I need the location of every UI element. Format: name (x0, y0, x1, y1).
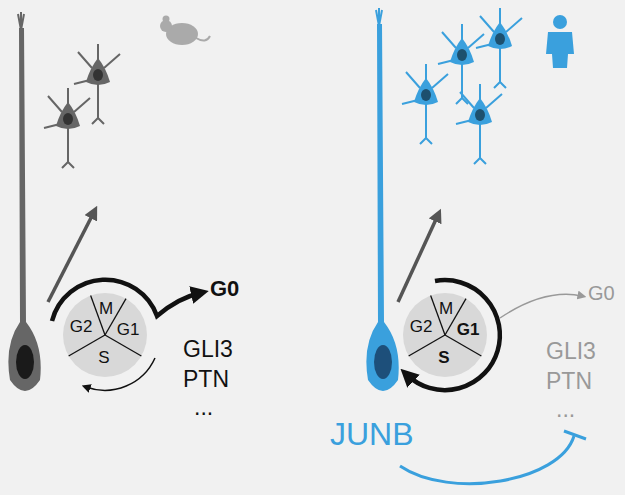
phase-label: S (438, 349, 449, 366)
neuron (74, 44, 120, 124)
inhibition-bar (564, 431, 586, 439)
phase-label: G1 (457, 321, 480, 338)
human-icon (546, 15, 574, 68)
differentiation-arrow (48, 212, 94, 302)
cell-cycle-circle: M G2 G1S (62, 292, 148, 378)
gene-label: GLI3 (183, 338, 233, 361)
phase-label: M (439, 300, 453, 317)
neuron (476, 8, 522, 88)
phase-label: S (98, 349, 109, 366)
exit-arrow (500, 294, 582, 318)
phase-label: G2 (410, 318, 433, 335)
gene-label: ... (556, 398, 575, 421)
radial-glia (366, 8, 398, 391)
phase-label: G1 (117, 321, 140, 338)
differentiation-arrow (398, 215, 438, 302)
neuron (402, 64, 448, 144)
neuron (456, 84, 502, 164)
phase-label: G0 (210, 278, 239, 300)
mouse-icon (160, 16, 210, 46)
inhibition-line (400, 436, 574, 484)
cell-cycle-circle: M G2 G1S (402, 292, 488, 378)
gene-label: PTN (546, 370, 592, 393)
gene-label: PTN (183, 368, 229, 391)
phase-label: G0 (588, 283, 615, 303)
gene-label: ... (194, 396, 213, 419)
phase-label: G2 (70, 318, 93, 335)
neuron (44, 88, 90, 168)
gene-label: JUNB (330, 418, 414, 450)
radial-glia (8, 12, 40, 391)
phase-label: M (99, 300, 113, 317)
gene-label: GLI3 (546, 340, 596, 363)
